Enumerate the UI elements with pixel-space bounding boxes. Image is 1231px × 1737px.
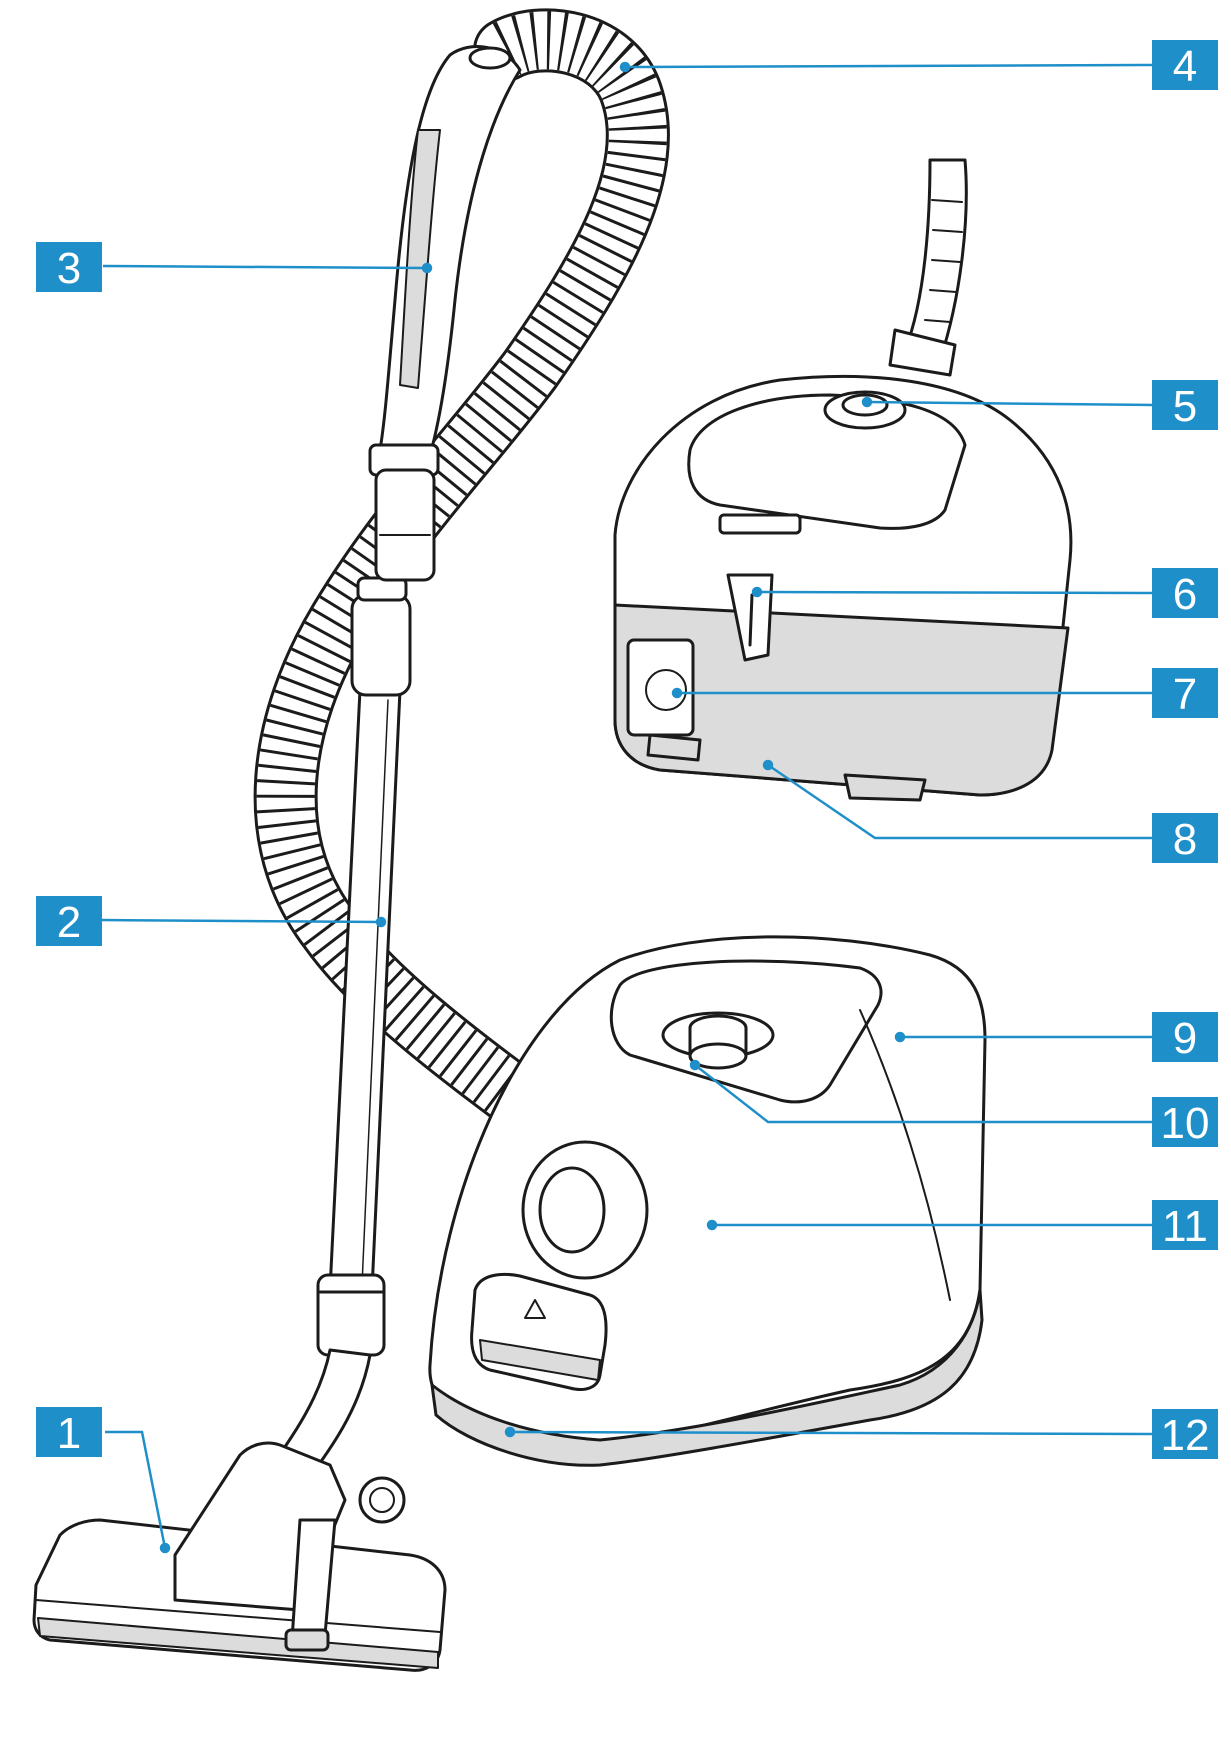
leader-line-5 (866, 400, 1153, 407)
vacuum-illustration (32, 8, 1073, 1672)
callout-8-label: 8 (1173, 815, 1197, 864)
callout-3: 3 (36, 242, 102, 293)
leader-line-10 (694, 1064, 1152, 1124)
callout-badges: 1 2 3 4 5 6 7 8 (36, 40, 1218, 1460)
main-body (428, 935, 987, 1467)
callout-3-label: 3 (57, 244, 81, 293)
callout-1-label: 1 (57, 1409, 81, 1458)
callout-6-label: 6 (1173, 570, 1197, 619)
callout-8: 8 (1152, 813, 1218, 864)
callout-2-label: 2 (57, 898, 81, 947)
rear-body (613, 158, 1073, 802)
callout-10-label: 10 (1161, 1099, 1210, 1148)
callout-2: 2 (36, 896, 102, 947)
callout-5-label: 5 (1173, 382, 1197, 431)
leader-line-4 (624, 63, 1153, 69)
callout-7: 7 (1152, 668, 1218, 719)
hose-handle (368, 45, 522, 582)
callout-9-label: 9 (1173, 1014, 1197, 1063)
leader-line-1 (105, 1430, 167, 1549)
leader-line-3 (102, 264, 428, 270)
leader-lines (99, 61, 1153, 1554)
callout-4: 4 (1152, 40, 1218, 91)
callout-4-label: 4 (1173, 42, 1197, 91)
leader-line-8 (767, 763, 1152, 840)
callout-6: 6 (1152, 568, 1218, 619)
leader-line-6 (756, 590, 1153, 595)
callout-5: 5 (1152, 380, 1218, 431)
callout-1: 1 (36, 1407, 102, 1458)
callout-11-label: 11 (1162, 1202, 1208, 1251)
leader-line-12 (509, 1430, 1153, 1436)
floor-nozzle (32, 1441, 447, 1672)
callout-10: 10 (1152, 1097, 1218, 1148)
callout-7-label: 7 (1173, 670, 1197, 719)
callout-11: 11 (1152, 1200, 1218, 1251)
callout-12-label: 12 (1161, 1411, 1210, 1460)
callout-9: 9 (1152, 1012, 1218, 1063)
wand-tube (263, 576, 412, 1492)
leader-line-2 (99, 918, 382, 924)
callout-12: 12 (1152, 1409, 1218, 1460)
